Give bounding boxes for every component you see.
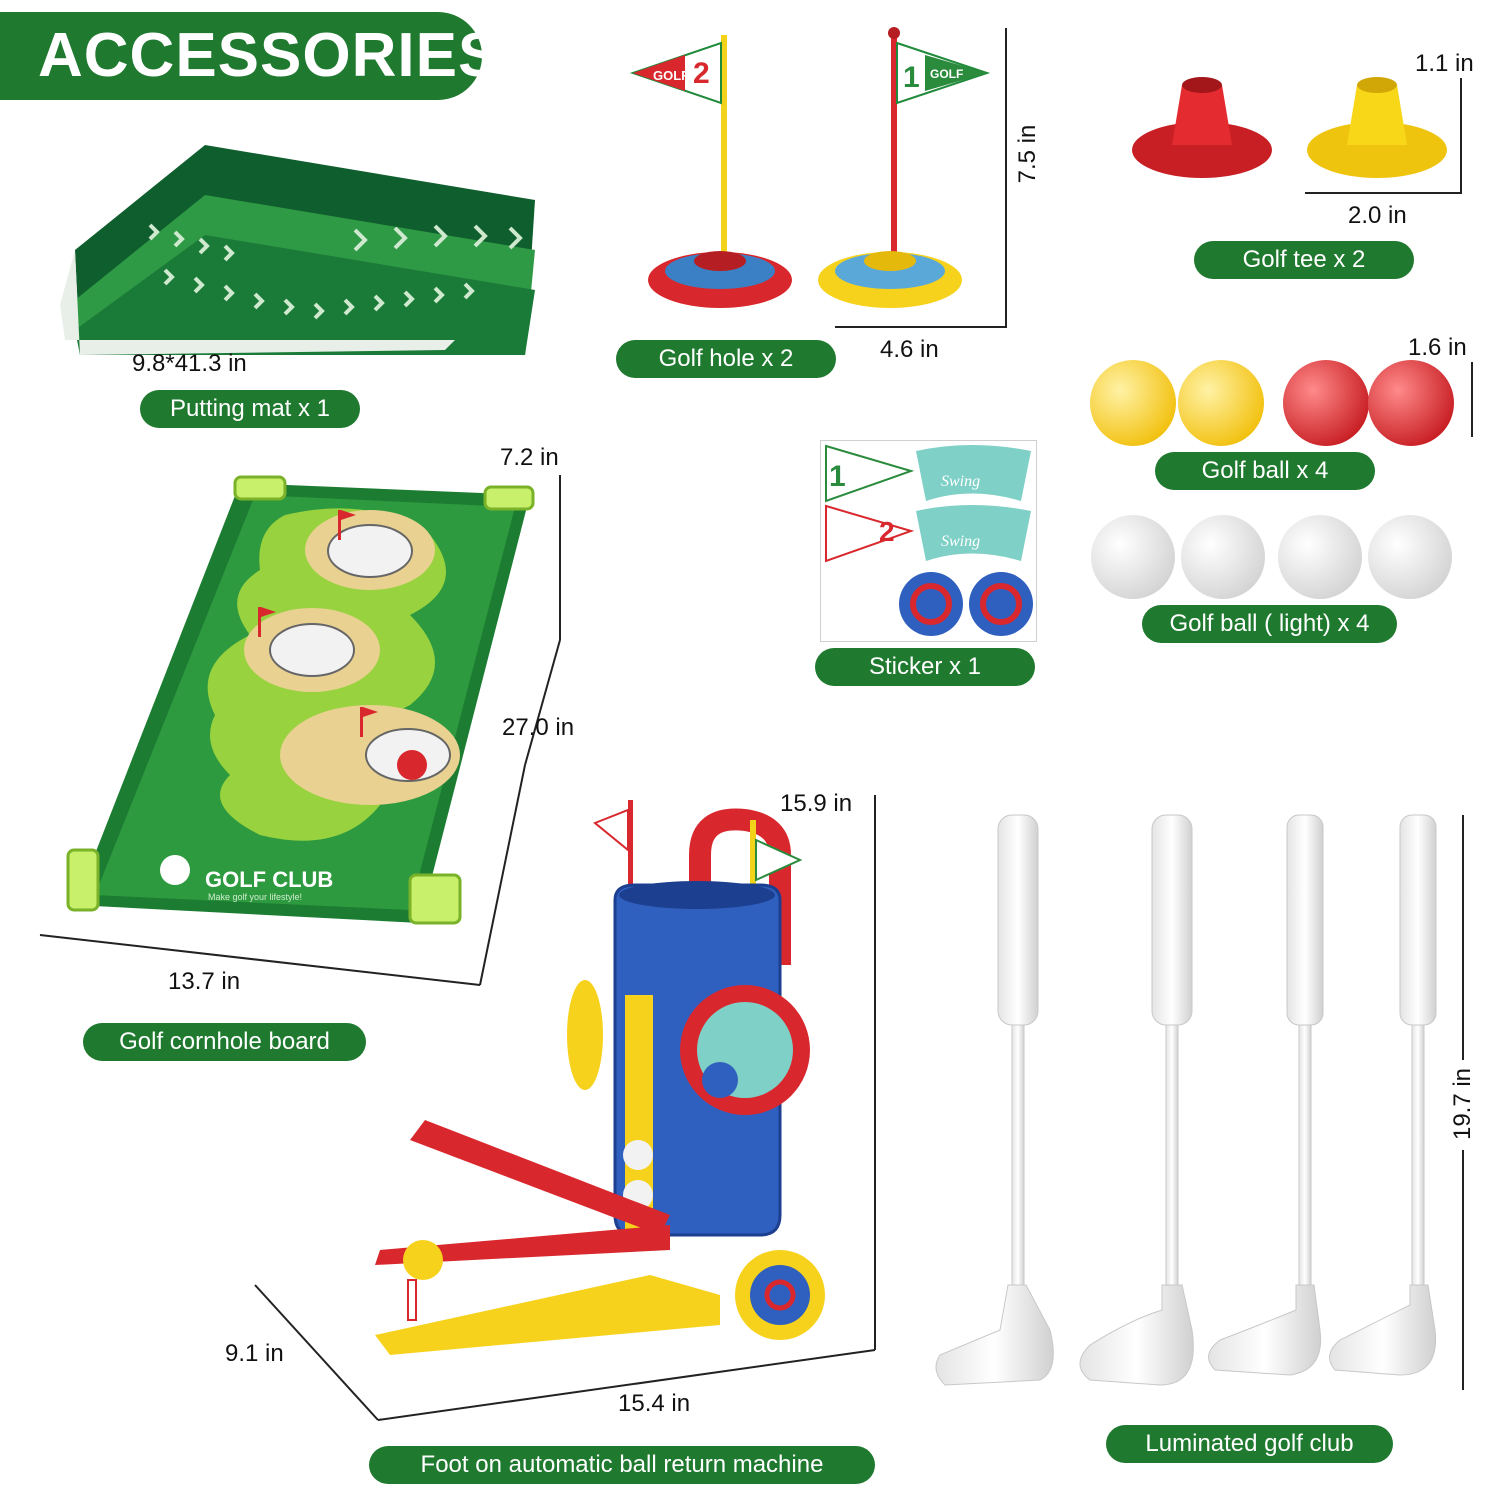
- putting-mat-label: Putting mat x 1: [140, 390, 360, 428]
- golf-tee-label: Golf tee x 2: [1194, 241, 1414, 279]
- flag-number-text: 1: [903, 61, 920, 94]
- sticker-sheet-image: 1 2 Swing Swing: [820, 440, 1037, 642]
- flag-golf-text: GOLF: [653, 68, 689, 83]
- tee-width-line: [1305, 192, 1462, 194]
- golf-clubs-image: [930, 810, 1450, 1400]
- board-tagline-text: Make golf your lifestyle!: [208, 892, 302, 902]
- machine-height-label: 15.9 in: [780, 790, 853, 817]
- cornhole-label: Golf cornhole board: [83, 1023, 366, 1061]
- page-title: ACCESSORIES: [0, 12, 499, 100]
- cornhole-board-image: GOLF CLUB Make golf your lifestyle!: [40, 475, 560, 935]
- machine-depth-label: 9.1 in: [225, 1340, 284, 1367]
- putting-mat-image: [55, 140, 545, 370]
- golf-holes-image: GOLF 2 1 GOLF: [625, 25, 1005, 315]
- light-golf-balls-image: [1088, 512, 1458, 604]
- hole-width-label: 4.6 in: [880, 336, 939, 363]
- club-length-label: 19.7 in: [1449, 1067, 1476, 1141]
- tee-height-label: 1.1 in: [1415, 50, 1474, 77]
- golf-ball-light-label: Golf ball ( light) x 4: [1142, 605, 1397, 643]
- golf-balls-image: [1088, 355, 1458, 455]
- sticker-swing-text: Swing: [941, 533, 980, 550]
- golf-club-label: Luminated golf club: [1106, 1425, 1393, 1463]
- golf-tees-image: [1125, 70, 1455, 200]
- machine-width-label: 15.4 in: [618, 1390, 691, 1417]
- ball-return-label: Foot on automatic ball return machine: [369, 1446, 875, 1484]
- ball-size-label: 1.6 in: [1408, 334, 1467, 361]
- tee-height-line: [1460, 78, 1462, 193]
- sticker-number-text: 2: [879, 516, 895, 547]
- golf-ball-label: Golf ball x 4: [1155, 452, 1375, 490]
- board-depth-label: 7.2 in: [500, 444, 559, 471]
- golf-hole-label: Golf hole x 2: [616, 340, 836, 378]
- ball-return-machine-image: [370, 795, 840, 1375]
- board-dimension-lines: [30, 475, 590, 995]
- hole-height-label: 7.5 in: [1014, 124, 1041, 184]
- hole-height-line: [1005, 28, 1007, 328]
- ball-size-line: [1471, 362, 1473, 437]
- sticker-number-text: 1: [829, 460, 846, 493]
- mat-size-label: 9.8*41.3 in: [132, 350, 247, 377]
- machine-dimension-lines: [250, 790, 890, 1430]
- sticker-label: Sticker x 1: [815, 648, 1035, 686]
- tee-width-label: 2.0 in: [1348, 202, 1407, 229]
- board-width-label: 13.7 in: [168, 968, 241, 995]
- flag-number-text: 2: [693, 57, 710, 90]
- sticker-swing-text: Swing: [941, 473, 980, 490]
- flag-golf-text: GOLF: [930, 67, 963, 81]
- board-length-label: 27.0 in: [502, 714, 575, 741]
- board-brand-text: GOLF CLUB: [205, 867, 333, 892]
- hole-width-line: [835, 326, 1007, 328]
- club-length-gap: [1452, 1060, 1474, 1150]
